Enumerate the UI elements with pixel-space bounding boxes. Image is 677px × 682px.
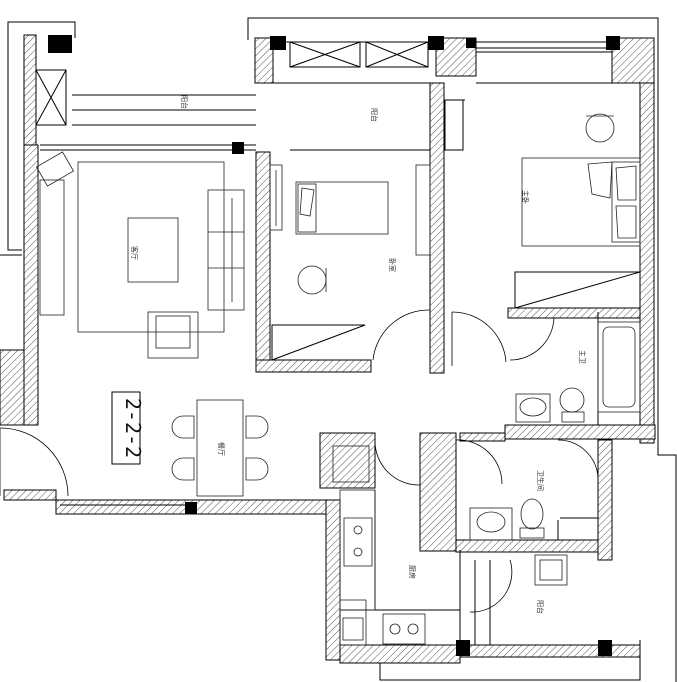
- door-swings: [0, 309, 599, 613]
- unit-code-box: 2-2-2: [111, 391, 145, 465]
- label-balcony-top: 阳台: [370, 108, 379, 122]
- label-bathroom-guest: 卫生间: [536, 470, 545, 491]
- label-dining-room: 餐厅: [217, 442, 226, 456]
- guest-bathroom-fixtures: [469, 498, 568, 586]
- label-bedroom-second: 卧室: [388, 258, 397, 272]
- windows: [35, 41, 612, 506]
- unit-code: 2-2-2: [121, 398, 145, 458]
- label-bathroom-master: 主卫: [578, 350, 587, 364]
- dining-furniture: [171, 399, 370, 497]
- exterior-walls: [0, 34, 656, 664]
- master-bedroom-furniture: [521, 113, 641, 247]
- second-bedroom-furniture: [269, 164, 431, 295]
- label-balcony-left: 阳台: [180, 95, 189, 109]
- room-labels: 阳台 阳台 客厅 卧室 主卧 主卫 卫生间 餐厅 厨房 阳台: [130, 95, 587, 614]
- kitchen-fixtures: [339, 489, 426, 646]
- label-kitchen: 厨房: [408, 565, 417, 579]
- outer-boundary: [0, 17, 677, 682]
- living-room-furniture: [35, 151, 245, 359]
- label-bedroom-master: 主卧: [521, 190, 530, 204]
- label-living-room: 客厅: [130, 246, 139, 260]
- master-bathroom-fixtures: [515, 321, 641, 423]
- label-utility: 阳台: [536, 600, 545, 614]
